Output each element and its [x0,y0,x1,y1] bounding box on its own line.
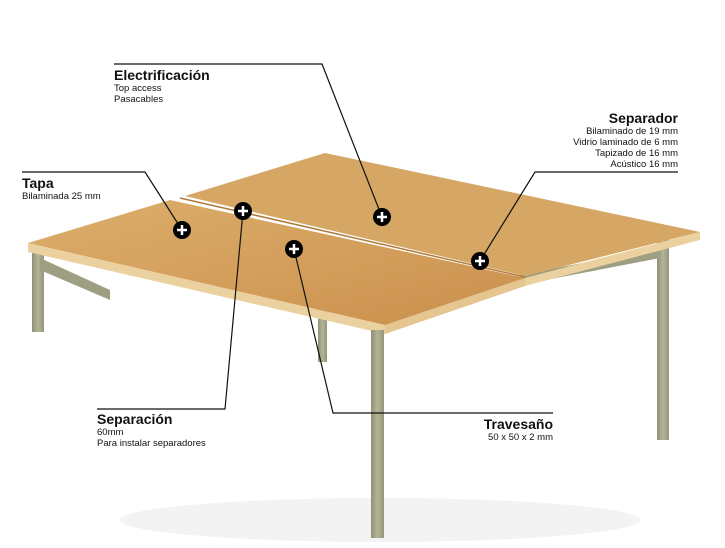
plus-markers [173,202,489,270]
table-leg [371,330,384,538]
callout-detail: Bilaminada 25 mm [22,191,101,202]
callout-detail: Top access [114,83,162,94]
callout-detail: Pasacables [114,94,164,105]
plus-icon [471,252,489,270]
callout-electrificacion: Electrificación Top access Pasacables [114,67,210,105]
callout-detail: Vidrio laminado de 6 mm [573,137,678,148]
plus-icon [285,240,303,258]
callout-tapa: Tapa Bilaminada 25 mm [22,175,101,202]
callout-detail: Para instalar separadores [97,438,206,449]
top-edge [28,243,385,334]
callout-title: Travesaño [483,416,553,432]
callout-detail: Acústico 16 mm [610,159,678,170]
table-leg [657,238,669,440]
callout-detail: 60mm [97,427,124,438]
callout-separador: Separador Bilaminado de 19 mm Vidrio lam… [573,110,678,170]
table-leg [318,300,327,362]
top-edge [525,232,700,286]
back-desktop [185,153,700,276]
callout-separacion: Separación 60mm Para instalar separadore… [97,411,206,449]
callout-detail: Tapizado de 16 mm [595,148,678,159]
callout-title: Tapa [22,175,54,191]
callout-travesano: Travesaño 50 x 50 x 2 mm [484,416,553,443]
front-desktop [28,200,525,325]
callout-title: Electrificación [114,67,210,83]
table-frame [40,258,110,300]
plus-icon [234,202,252,220]
table-leg [32,252,44,332]
callout-detail: Bilaminado de 19 mm [586,126,678,137]
callout-title: Separador [608,110,678,126]
plus-icon [373,208,391,226]
plus-icon [173,221,191,239]
callout-detail: 50 x 50 x 2 mm [488,432,553,443]
top-edge [385,278,525,334]
callout-title: Separación [97,411,173,427]
callout-lines [22,63,678,414]
